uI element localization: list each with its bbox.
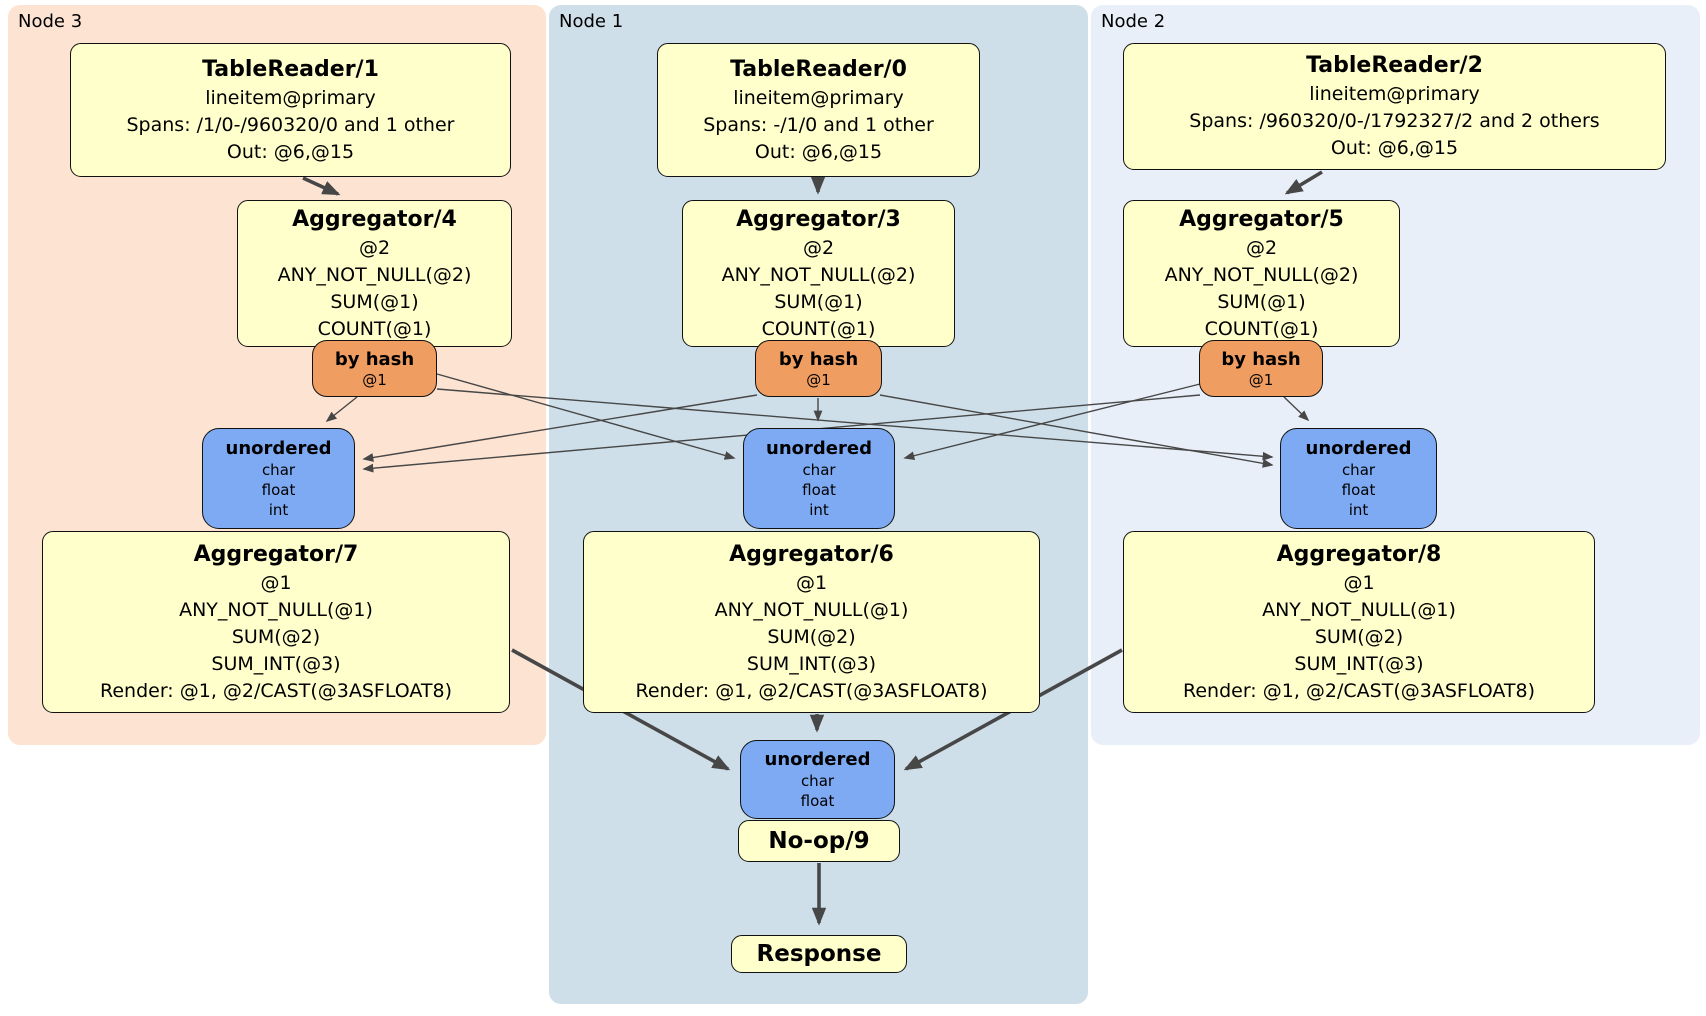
edge-hash3-unordered7 xyxy=(362,394,758,462)
processor-detail: Render: @1, @2/CAST(@3ASFLOAT8) xyxy=(1183,679,1535,702)
processor-title: Aggregator/6 xyxy=(729,541,894,567)
router-detail: @1 xyxy=(362,370,387,389)
edge-tablereader2-aggregator5 xyxy=(1284,170,1323,195)
sync-type: float xyxy=(1341,481,1376,499)
processor-detail: Render: @1, @2/CAST(@3ASFLOAT8) xyxy=(635,679,988,702)
processor-detail: Spans: /1/0-/960320/0 and 1 other xyxy=(126,113,455,136)
sync-title: unordered xyxy=(1305,438,1412,459)
processor-detail: ANY_NOT_NULL(@2) xyxy=(277,263,472,286)
processor-detail: SUM(@2) xyxy=(1314,625,1404,648)
processor-detail: @1 xyxy=(260,571,292,594)
router-title: by hash xyxy=(778,348,859,370)
sync-type: char xyxy=(1341,461,1376,479)
processor-detail: SUM(@1) xyxy=(1217,290,1306,313)
processor-noop-9: No-op/9 xyxy=(738,820,900,862)
processor-detail: Out: @6,@15 xyxy=(1330,137,1459,159)
processor-title: TableReader/0 xyxy=(730,56,907,82)
sync-unordered-node1: unordered char float int xyxy=(743,428,895,529)
sync-unordered-final: unordered char float xyxy=(740,740,895,819)
node1-label: Node 1 xyxy=(559,11,624,32)
processor-detail: ANY_NOT_NULL(@2) xyxy=(721,263,916,286)
processor-tablereader-2: TableReader/2 lineitem@primary Spans: /9… xyxy=(1123,43,1666,170)
edge-hash3-unordered8 xyxy=(879,394,1274,468)
processor-detail: Out: @6,@15 xyxy=(754,140,883,163)
processor-detail: Out: @6,@15 xyxy=(226,140,355,163)
sync-type: int xyxy=(809,501,829,519)
processor-aggregator-4: Aggregator/4 @2 ANY_NOT_NULL(@2) SUM(@1)… xyxy=(237,200,512,347)
sync-unordered-node2: unordered char float int xyxy=(1280,428,1437,529)
sync-type: char xyxy=(800,772,835,790)
processor-detail: @1 xyxy=(1343,571,1375,594)
processor-detail: Spans: /960320/0-/1792327/2 and 2 others xyxy=(1189,110,1600,132)
processor-tablereader-1: TableReader/1 lineitem@primary Spans: /1… xyxy=(70,43,511,177)
sync-type: float xyxy=(802,481,836,499)
node2-label: Node 2 xyxy=(1101,11,1166,32)
processor-detail: COUNT(@1) xyxy=(317,317,432,340)
sync-title: unordered xyxy=(766,438,872,459)
processor-detail: @2 xyxy=(802,236,835,259)
processor-detail: Render: @1, @2/CAST(@3ASFLOAT8) xyxy=(100,679,452,702)
processor-detail: SUM(@1) xyxy=(330,290,419,313)
processor-aggregator-3: Aggregator/3 @2 ANY_NOT_NULL(@2) SUM(@1)… xyxy=(682,200,955,347)
edge-hash4-unordered8 xyxy=(436,388,1274,461)
processor-aggregator-7: Aggregator/7 @1 ANY_NOT_NULL(@1) SUM(@2)… xyxy=(42,531,510,713)
processor-title: TableReader/2 xyxy=(1306,53,1483,78)
processor-detail: ANY_NOT_NULL(@2) xyxy=(1164,263,1359,286)
router-detail: @1 xyxy=(806,370,831,389)
edge-tablereader1-aggregator4 xyxy=(302,176,341,196)
processor-detail: ANY_NOT_NULL(@1) xyxy=(179,598,373,621)
node3-label: Node 3 xyxy=(18,11,83,32)
processor-detail: lineitem@primary xyxy=(733,86,904,109)
processor-title: No-op/9 xyxy=(768,828,870,854)
edge-hash5-unordered8 xyxy=(1283,396,1310,422)
processor-detail: @2 xyxy=(358,236,391,259)
processor-detail: SUM(@2) xyxy=(231,625,321,648)
processor-detail: Spans: -/1/0 and 1 other xyxy=(703,113,934,136)
processor-detail: ANY_NOT_NULL(@1) xyxy=(714,598,909,621)
router-title: by hash xyxy=(334,348,415,370)
processor-title: Aggregator/8 xyxy=(1276,541,1442,567)
sync-type: float xyxy=(261,481,296,499)
processor-detail: SUM(@2) xyxy=(767,625,856,648)
sync-type: char xyxy=(802,461,836,479)
processor-title: Aggregator/5 xyxy=(1179,206,1344,232)
processor-detail: SUM(@1) xyxy=(774,290,863,313)
processor-detail: SUM_INT(@3) xyxy=(1294,652,1424,675)
edge-hash5-unordered6 xyxy=(903,383,1201,460)
processor-detail: lineitem@primary xyxy=(205,86,376,109)
router-by-hash-3: by hash @1 xyxy=(755,340,882,397)
sync-type: int xyxy=(1348,501,1369,519)
processor-title: Aggregator/7 xyxy=(193,541,359,567)
router-by-hash-5: by hash @1 xyxy=(1199,340,1323,397)
sync-type: char xyxy=(261,461,296,479)
processor-detail: @2 xyxy=(1245,236,1278,259)
router-detail: @1 xyxy=(1248,370,1274,389)
sync-type: float xyxy=(800,792,835,810)
processor-detail: COUNT(@1) xyxy=(761,317,876,340)
processor-aggregator-5: Aggregator/5 @2 ANY_NOT_NULL(@2) SUM(@1)… xyxy=(1123,200,1400,347)
sync-type: int xyxy=(268,501,289,519)
processor-tablereader-0: TableReader/0 lineitem@primary Spans: -/… xyxy=(657,43,980,177)
processor-title: TableReader/1 xyxy=(202,56,379,82)
processor-detail: ANY_NOT_NULL(@1) xyxy=(1262,598,1456,621)
processor-detail: @1 xyxy=(795,571,828,594)
response-box: Response xyxy=(731,935,907,973)
processor-aggregator-6: Aggregator/6 @1 ANY_NOT_NULL(@1) SUM(@2)… xyxy=(583,531,1040,713)
processor-detail: lineitem@primary xyxy=(1309,83,1480,105)
processor-detail: SUM_INT(@3) xyxy=(746,652,877,675)
processor-detail: COUNT(@1) xyxy=(1204,317,1319,340)
sync-title: unordered xyxy=(225,438,332,459)
processor-title: Aggregator/4 xyxy=(292,206,457,232)
sync-title: unordered xyxy=(764,749,871,770)
processor-title: Aggregator/3 xyxy=(736,206,901,232)
router-title: by hash xyxy=(1221,348,1301,370)
processor-aggregator-8: Aggregator/8 @1 ANY_NOT_NULL(@1) SUM(@2)… xyxy=(1123,531,1595,713)
router-by-hash-4: by hash @1 xyxy=(312,340,437,397)
processor-title: Response xyxy=(756,941,882,967)
edge-hash4-unordered7 xyxy=(325,396,358,423)
sync-unordered-node3: unordered char float int xyxy=(202,428,355,529)
edge-hash4-unordered6 xyxy=(436,373,736,460)
processor-detail: SUM_INT(@3) xyxy=(211,652,341,675)
